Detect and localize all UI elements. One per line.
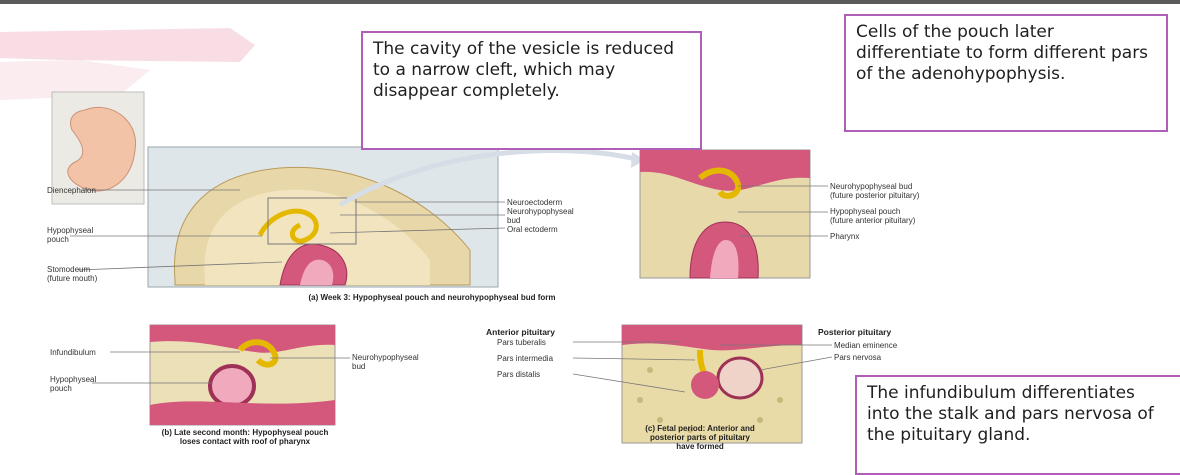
callout-pouch: Cells of the pouch later differentiate t… [844, 14, 1168, 132]
label-pars-nervosa: Pars nervosa [834, 353, 881, 362]
caption-panel-b: (b) Late second month: Hypophyseal pouch… [80, 428, 410, 446]
callout-infundibulum: The infundibulum differentiates into the… [855, 375, 1180, 475]
label-neurohypophyseal-bud-a: Neurohypophyseal bud [507, 207, 574, 225]
callout-vesicle: The cavity of the vesicle is reduced to … [361, 31, 702, 150]
caption-panel-a: (a) Week 3: Hypophyseal pouch and neuroh… [262, 293, 602, 302]
label-pars-distalis: Pars distalis [497, 370, 540, 379]
panel-a-illustration [148, 147, 498, 287]
label-b-hypophyseal-pouch: Hypophyseal pouch [50, 375, 96, 393]
label-diencephalon: Diencephalon [47, 186, 96, 195]
label-infundibulum: Infundibulum [50, 348, 96, 357]
caption-panel-c: (c) Fetal period: Anterior and posterior… [600, 424, 800, 451]
label-pars-intermedia: Pars intermedia [497, 354, 553, 363]
label-b-neurohypophyseal-bud: Neurohypophyseal bud [352, 353, 419, 371]
label-zoom-neurohypophyseal-bud: Neurohypophyseal bud (future posterior p… [830, 182, 919, 200]
highlight-smear [0, 28, 255, 62]
header-anterior-pituitary: Anterior pituitary [486, 327, 555, 337]
label-hypophyseal-pouch: Hypophyseal pouch [47, 226, 93, 244]
label-neuroectoderm: Neuroectoderm [507, 198, 562, 207]
label-oral-ectoderm: Oral ectoderm [507, 225, 558, 234]
panel-a-zoom-illustration [640, 150, 810, 278]
label-pars-tuberalis: Pars tuberalis [497, 338, 546, 347]
label-stomodeum: Stomodeum (future mouth) [47, 265, 97, 283]
panel-b-illustration [150, 325, 335, 425]
label-zoom-pharynx: Pharynx [830, 232, 859, 241]
label-median-eminence: Median eminence [834, 341, 897, 350]
label-zoom-hypophyseal-pouch: Hypophyseal pouch (future anterior pitui… [830, 207, 915, 225]
header-posterior-pituitary: Posterior pituitary [818, 327, 891, 337]
